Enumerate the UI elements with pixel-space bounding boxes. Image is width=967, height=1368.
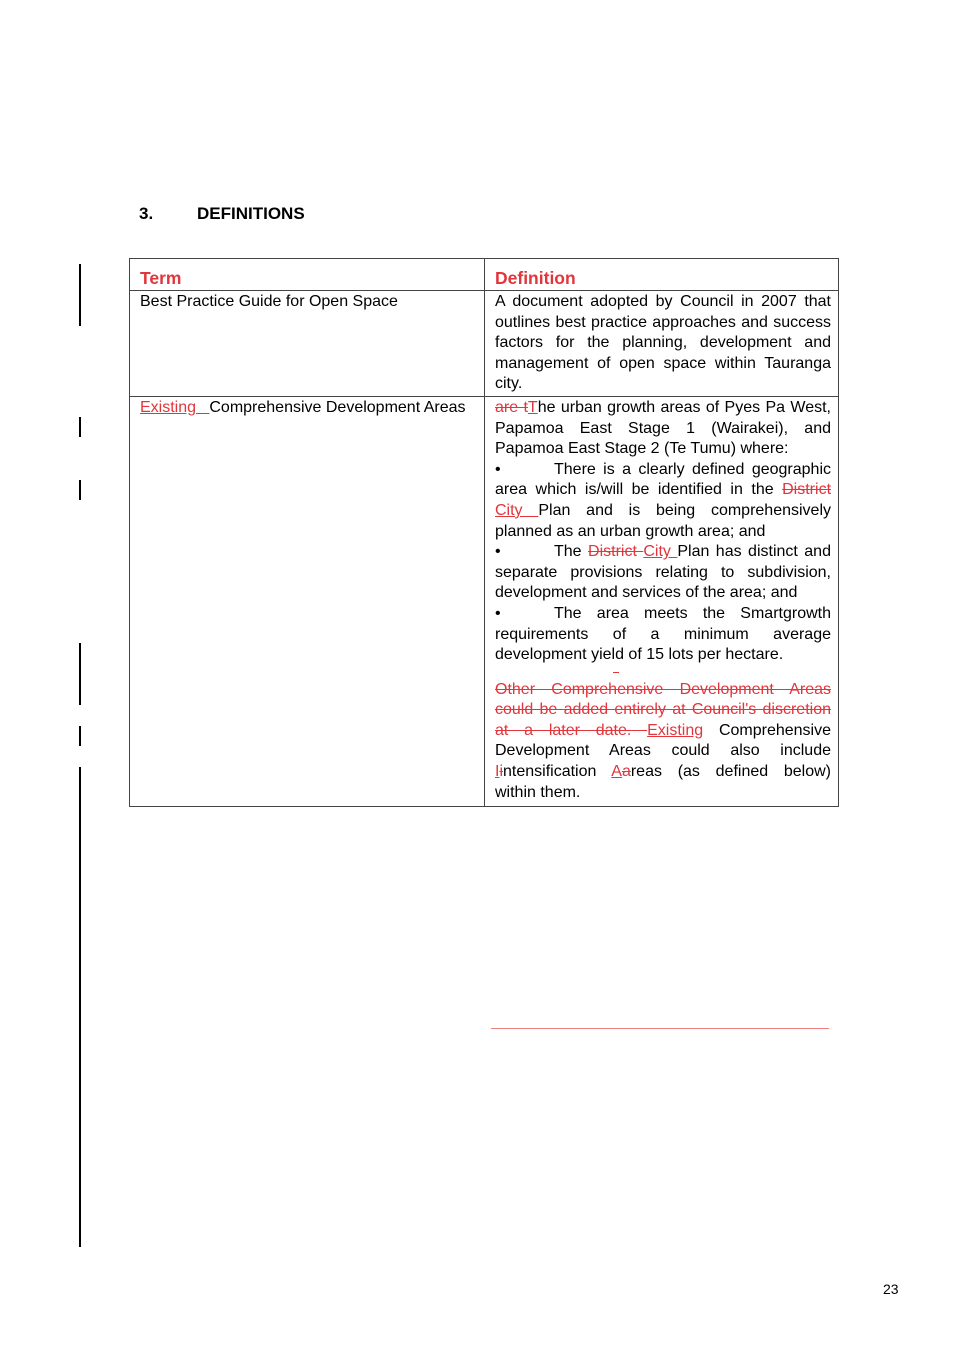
term-text: Comprehensive Development Areas (209, 398, 466, 416)
change-bar (79, 643, 81, 705)
list-item-text: The area meets the Smartgrowth requireme… (495, 604, 831, 664)
section-heading: 3. DEFINITIONS (139, 204, 305, 224)
change-bar (79, 417, 81, 437)
page-number: 23 (883, 1281, 899, 1297)
header-term: Term (129, 258, 485, 291)
header-definition: Definition (484, 258, 839, 291)
inserted-text: Existing (140, 398, 197, 416)
inserted-text: A (611, 763, 622, 781)
inserted-text: T (527, 398, 538, 416)
definition-cell: are tThe urban growth areas of Pyes Pa W… (484, 395, 839, 808)
list-item-text: The District City Plan has distinct and … (495, 543, 831, 602)
definition-cell: A document adopted by Council in 2007 th… (484, 290, 839, 397)
change-bar (79, 480, 81, 500)
term-cell: Best Practice Guide for Open Space (129, 290, 485, 397)
table-row: Best Practice Guide for Open Space A doc… (129, 290, 839, 397)
revision-rule (491, 1028, 829, 1029)
inserted-text: I (495, 763, 500, 781)
section-number: 3. (139, 204, 154, 223)
change-bar (79, 767, 81, 1247)
table-row: Existing Comprehensive Development Areas… (129, 395, 839, 808)
inserted-text: Existing (647, 721, 704, 739)
bullet: • (495, 604, 501, 622)
deleted-text: are t (495, 398, 528, 416)
bullet: • (495, 543, 501, 561)
section-title: DEFINITIONS (197, 204, 305, 223)
deleted-text: i (499, 763, 504, 781)
revision-mark (495, 666, 831, 680)
list-item: • (495, 460, 831, 481)
list-item: • (495, 604, 831, 625)
inserted-text: City (643, 543, 671, 561)
deleted-text: District (782, 481, 832, 499)
inserted-text: City (495, 501, 523, 519)
change-bar (79, 264, 81, 326)
term-cell: Existing Comprehensive Development Areas (129, 395, 485, 808)
deleted-text: a (621, 763, 631, 781)
definition-intro: are tThe urban growth areas of Pyes Pa W… (495, 398, 832, 458)
deleted-text: Other Comprehensive Development Areas co… (495, 680, 831, 739)
table-header-row: Term Definition (129, 258, 839, 291)
list-item: • (495, 542, 831, 563)
change-bar (79, 726, 81, 746)
deleted-text: District (588, 543, 637, 561)
list-item-text: There is a clearly defined geographic ar… (495, 460, 832, 540)
definition-closing: Other Comprehensive Development Areas co… (495, 680, 832, 801)
definitions-table: Term Definition Best Practice Guide for … (129, 258, 839, 808)
bullet: • (495, 460, 501, 478)
